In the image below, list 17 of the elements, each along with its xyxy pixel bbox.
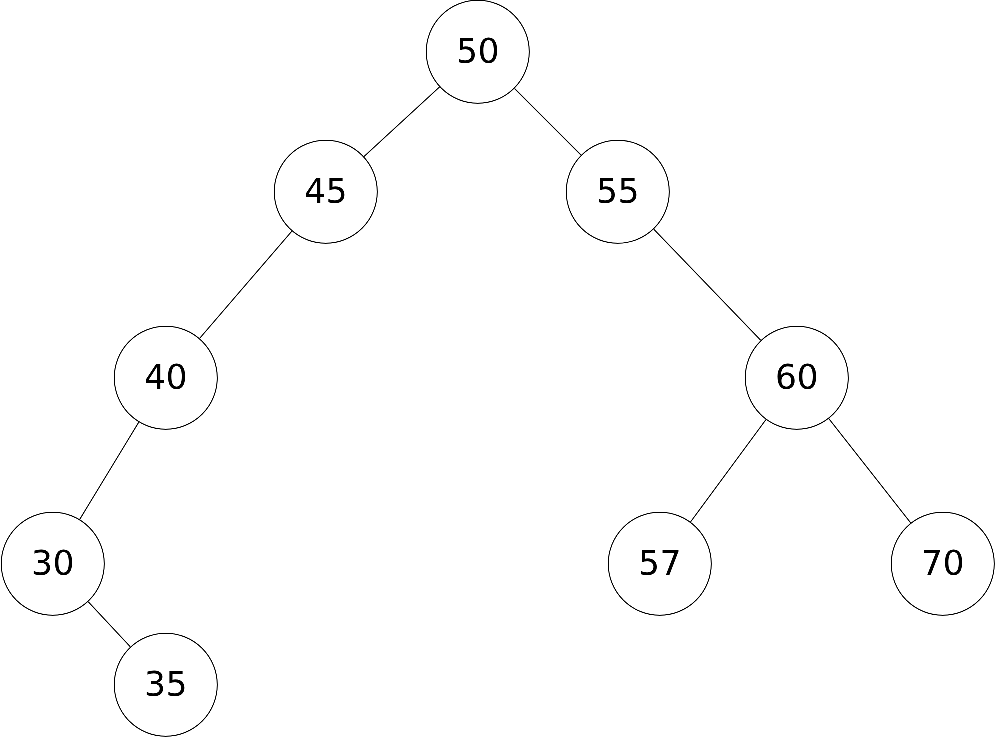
connector-line (690, 419, 767, 523)
connector-line (88, 602, 131, 648)
connector-line (828, 418, 912, 524)
node-value: 40 (144, 358, 188, 398)
node-value: 35 (144, 665, 188, 705)
node-value: 45 (304, 172, 348, 212)
connector-line (654, 228, 762, 342)
connector-line (364, 86, 440, 158)
node-value: 70 (921, 544, 965, 584)
node-value: 60 (775, 358, 819, 398)
connector-line (80, 422, 140, 520)
connector-line (199, 230, 293, 340)
connector-line (514, 88, 582, 156)
node-value: 57 (638, 544, 682, 584)
node-value: 30 (31, 544, 75, 584)
node-value: 50 (456, 32, 500, 72)
node-value: 55 (596, 172, 640, 212)
